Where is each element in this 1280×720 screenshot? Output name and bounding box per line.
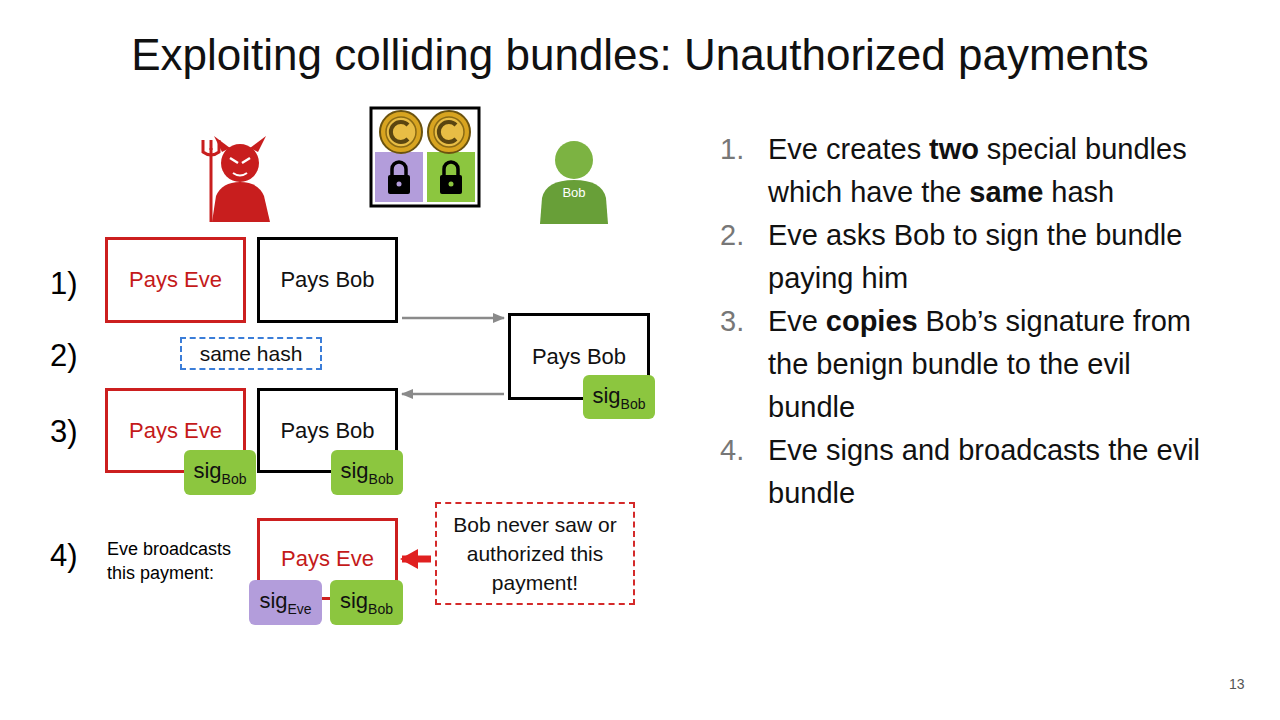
bundle-box: Pays BobsigBob bbox=[257, 388, 398, 473]
text-group: Pays Eve bbox=[129, 418, 222, 444]
node-subscript: Bob bbox=[621, 396, 646, 412]
bundle-box: Pays BobsigBob bbox=[508, 313, 650, 400]
text-group: Pays Bob bbox=[280, 267, 374, 293]
list-item: 1.Eve createstwospecial bundles which ha… bbox=[720, 128, 1240, 214]
text-group: Pays Bob bbox=[280, 418, 374, 444]
person-icon bbox=[536, 136, 612, 226]
text-group: sigEve bbox=[259, 588, 311, 617]
list-item: 2.Eve asks Bob to sign the bundle paying… bbox=[720, 214, 1240, 300]
list-number: 3. bbox=[720, 300, 768, 429]
callout-arrow bbox=[402, 556, 431, 563]
node-label: sig bbox=[340, 588, 368, 613]
slide-title: Exploiting colliding bundles: Unauthoriz… bbox=[0, 30, 1280, 80]
list-item: 3.EvecopiesBob’s signature from the beni… bbox=[720, 300, 1240, 429]
node-subscript: Bob bbox=[368, 601, 393, 617]
text-group: sigBob bbox=[340, 588, 393, 617]
node-label: sig bbox=[259, 588, 287, 613]
warning-callout: Bob never saw or authorized this payment… bbox=[435, 502, 635, 605]
emphasis: same bbox=[969, 176, 1043, 208]
node-label: Pays Bob bbox=[532, 344, 626, 369]
text-group: sigBob bbox=[340, 458, 393, 487]
page-number: 13 bbox=[1229, 676, 1245, 692]
node-label: Pays Eve bbox=[129, 418, 222, 443]
list-text: EvecopiesBob’s signature from the benign… bbox=[768, 300, 1208, 429]
bob-figure: Bob bbox=[536, 136, 612, 226]
list-phrase: hash bbox=[1051, 176, 1114, 208]
node-label: Pays Eve bbox=[281, 546, 374, 571]
text-group: Pays Eve bbox=[129, 267, 222, 293]
list-number: 4. bbox=[720, 429, 768, 515]
flow-arrow bbox=[402, 317, 504, 320]
list-text: Eve signs and broadcasts the evil bundle bbox=[768, 429, 1208, 515]
node-label: Bob never saw or authorized this payment… bbox=[453, 513, 616, 594]
step-note: Eve broadcasts this payment: bbox=[107, 537, 239, 585]
list-text: Eve createstwospecial bundles which have… bbox=[768, 128, 1208, 214]
list-phrase: Eve asks Bob to sign the bundle paying h… bbox=[768, 219, 1182, 294]
locked-coins bbox=[371, 108, 479, 206]
node-label: Bob bbox=[562, 185, 585, 200]
text-group: sigBob bbox=[592, 383, 645, 412]
node-label: sig bbox=[592, 383, 620, 408]
step-number: 4) bbox=[50, 538, 78, 574]
step-number: 1) bbox=[50, 266, 78, 302]
flow-arrow bbox=[402, 393, 504, 396]
evil-bundle-box: Pays EvesigEvesigBob bbox=[257, 518, 398, 600]
text-group: Bob bbox=[536, 183, 612, 201]
signature-box: sigEve bbox=[249, 580, 322, 625]
emphasis: copies bbox=[826, 305, 918, 337]
signature-box: sigBob bbox=[330, 580, 403, 625]
text-group: same hash bbox=[200, 342, 303, 366]
step-list: 1.Eve createstwospecial bundles which ha… bbox=[720, 128, 1240, 515]
list-phrase: Eve bbox=[768, 305, 818, 337]
signature-box: sigBob bbox=[331, 450, 403, 495]
hash-note: same hash bbox=[180, 337, 322, 370]
node-label: Pays Bob bbox=[280, 418, 374, 443]
node-subscript: Bob bbox=[369, 471, 394, 487]
text-group: sigBob bbox=[193, 458, 246, 487]
list-phrase: Eve signs and broadcasts the evil bundle bbox=[768, 434, 1200, 509]
node-label: same hash bbox=[200, 342, 303, 365]
node-subscript: Eve bbox=[288, 601, 312, 617]
list-item: 4.Eve signs and broadcasts the evil bund… bbox=[720, 429, 1240, 515]
evil-bundle-box: Pays EvesigBob bbox=[105, 388, 246, 473]
emphasis: two bbox=[929, 133, 979, 165]
text-group: Pays Bob bbox=[532, 344, 626, 370]
devil-figure bbox=[203, 136, 270, 222]
bundle-box: Pays Bob bbox=[257, 237, 398, 323]
node-label: sig bbox=[193, 458, 221, 483]
list-number: 1. bbox=[720, 128, 768, 214]
evil-bundle-box: Pays Eve bbox=[105, 237, 246, 323]
list-number: 2. bbox=[720, 214, 768, 300]
node-label: Pays Bob bbox=[280, 267, 374, 292]
signature-box: sigBob bbox=[184, 450, 256, 495]
list-phrase: Eve creates bbox=[768, 133, 921, 165]
text-group: Pays Eve bbox=[281, 546, 374, 572]
node-subscript: Bob bbox=[222, 471, 247, 487]
step-number: 3) bbox=[50, 414, 78, 450]
node-label: sig bbox=[340, 458, 368, 483]
list-text: Eve asks Bob to sign the bundle paying h… bbox=[768, 214, 1208, 300]
text-group: Bob never saw or authorized this payment… bbox=[445, 510, 625, 597]
node-label: Pays Eve bbox=[129, 267, 222, 292]
step-number: 2) bbox=[50, 338, 78, 374]
signature-box: sigBob bbox=[583, 375, 655, 419]
